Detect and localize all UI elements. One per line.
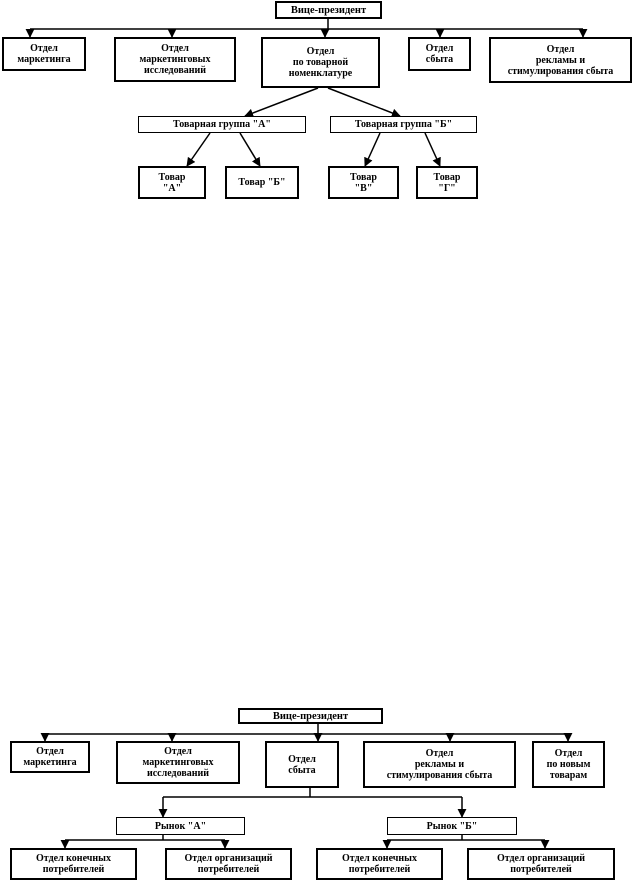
c1-dept-marketing: Отдел маркетинга	[2, 37, 86, 71]
c2-root-box: Вице-президент	[238, 708, 383, 724]
c1-dept-sales: Отдел сбыта	[408, 37, 471, 71]
c2-segment-a-consumers: Отдел конечных потребителей	[10, 848, 137, 880]
c1-to-group-b	[327, 87, 401, 118]
c2-dept-new-products: Отдел по новым товарам	[532, 741, 605, 788]
c1-dept-research: Отдел маркетинговых исследований	[114, 37, 236, 82]
c1-ga-to-pa	[186, 132, 211, 167]
c1-product-g: Товар "Г"	[416, 166, 478, 199]
c1-root-box: Вице-президент	[275, 1, 382, 19]
c2-segment-b-consumers: Отдел конечных потребителей	[316, 848, 443, 880]
c2-market-a: Рынок "А"	[116, 817, 245, 835]
c1-group-a: Товарная группа "А"	[138, 116, 306, 133]
c1-gb-to-pg	[424, 132, 441, 167]
c1-product-a: Товар "А"	[138, 166, 206, 199]
c1-ga-to-pb	[239, 132, 261, 167]
c2-dept-research: Отдел маркетинговых исследований	[116, 741, 240, 784]
c1-gb-to-pv	[364, 132, 381, 167]
c1-group-b: Товарная группа "Б"	[330, 116, 477, 133]
c2-segment-b-organizations: Отдел организаций потребителей	[467, 848, 615, 880]
c2-market-b: Рынок "Б"	[387, 817, 517, 835]
c1-product-b: Товар "Б"	[225, 166, 299, 199]
c1-dept-product-line: Отдел по товарной номенклатуре	[261, 37, 380, 88]
c1-product-v: Товар "В"	[328, 166, 399, 199]
c1-dept-advertising: Отдел рекламы и стимулирования сбыта	[489, 37, 632, 83]
c2-dept-advertising: Отдел рекламы и стимулирования сбыта	[363, 741, 516, 788]
c2-dept-marketing: Отдел маркетинга	[10, 741, 90, 773]
c1-to-group-a	[244, 87, 319, 118]
c2-segment-a-organizations: Отдел организаций потребителей	[165, 848, 292, 880]
c2-dept-sales: Отдел сбыта	[265, 741, 339, 788]
